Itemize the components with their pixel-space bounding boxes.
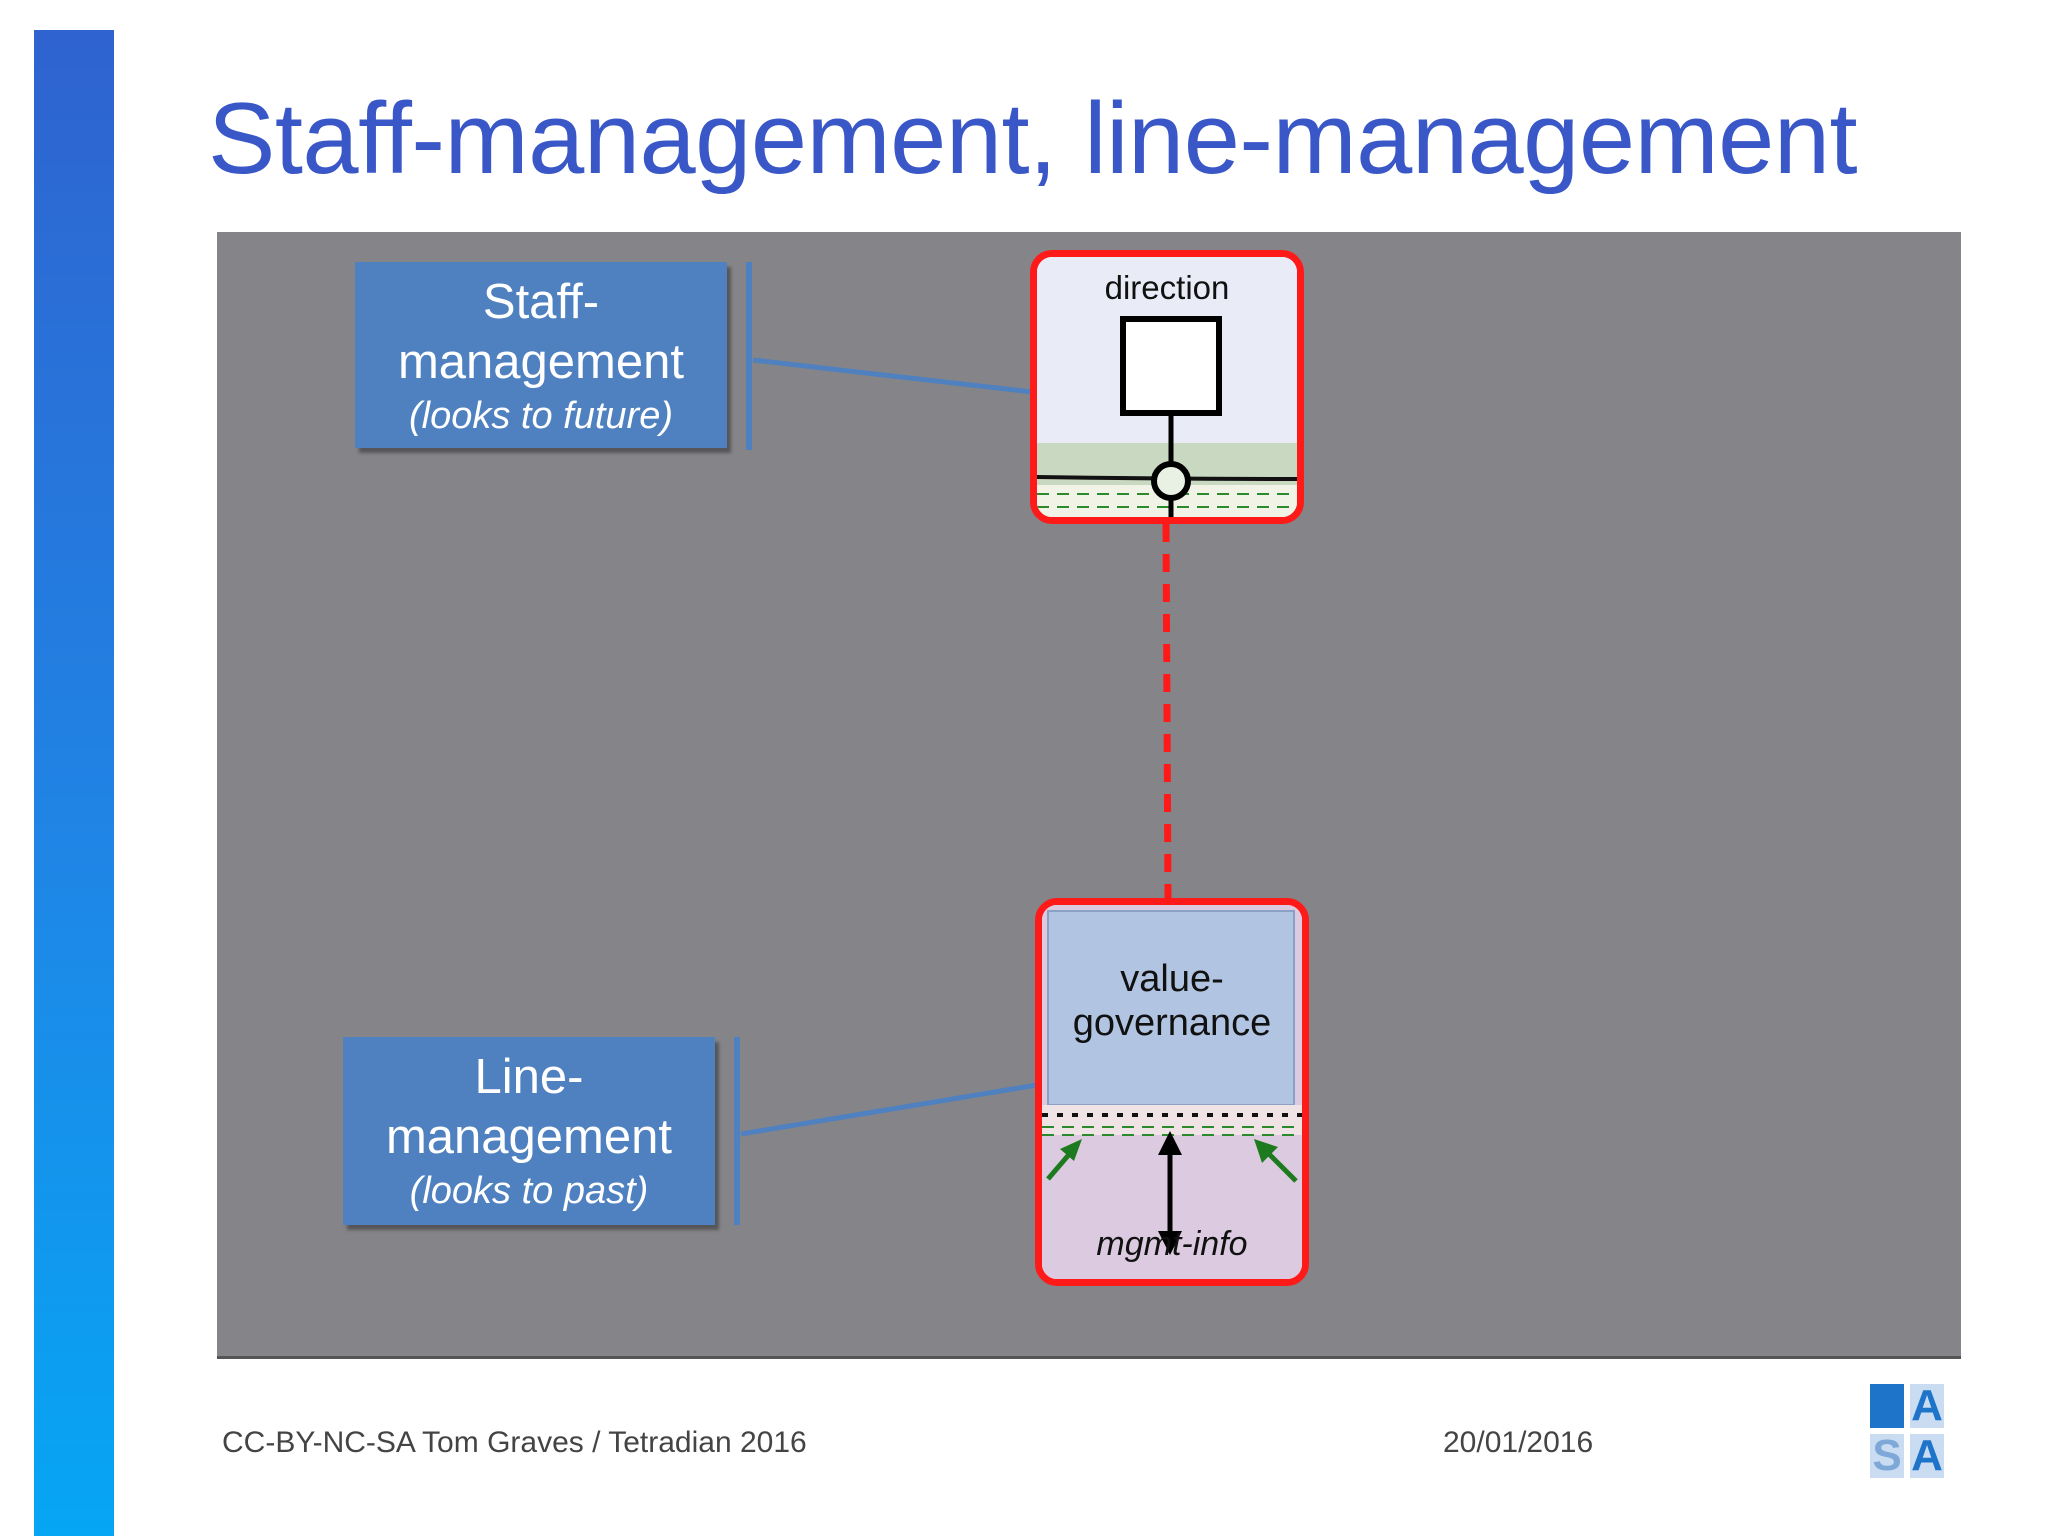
staff-callout-subtitle: (looks to future) xyxy=(409,395,673,437)
staff-bracket xyxy=(746,262,752,450)
line-connector-line xyxy=(740,1082,1038,1137)
direction-box: direction xyxy=(1030,250,1304,524)
mgmt-info-label: mgmt-info xyxy=(1096,1225,1248,1263)
circle-node-icon xyxy=(1151,461,1191,501)
line-callout-line1: Line- xyxy=(474,1050,584,1104)
green-arrow-icon xyxy=(1046,1139,1298,1183)
dashed-red-link xyxy=(1162,523,1172,901)
staff-callout-line1: Staff- xyxy=(482,275,600,329)
square-node-icon xyxy=(1120,316,1222,416)
line-management-callout: Line- management (looks to past) xyxy=(343,1037,715,1225)
footer-license: CC-BY-NC-SA Tom Graves / Tetradian 2016 xyxy=(222,1426,807,1459)
logo-cell-2: A xyxy=(1910,1381,1944,1430)
line-callout-subtitle: (looks to past) xyxy=(409,1170,649,1212)
staff-connector-line xyxy=(752,357,1033,395)
logo-cell-3: S xyxy=(1870,1434,1904,1478)
logo-cell-1 xyxy=(1870,1384,1904,1428)
side-accent-bar xyxy=(34,30,114,1536)
footer-date: 20/01/2016 xyxy=(1443,1426,1594,1459)
slide-title: Staff-management, line-management xyxy=(208,83,1858,195)
staff-management-callout: Staff- management (looks to future) xyxy=(355,262,727,448)
logo-cell-4: A xyxy=(1910,1431,1944,1480)
diagram-stage: Staff- management (looks to future) Line… xyxy=(217,232,1961,1359)
line-callout-line2: management xyxy=(385,1110,672,1164)
iasa-logo: A S A xyxy=(1870,1384,1946,1480)
staff-callout-line2: management xyxy=(397,335,684,389)
line-bracket xyxy=(734,1037,740,1225)
value-governance-label: value- governance xyxy=(1072,958,1272,1044)
double-arrow-icon xyxy=(1158,1131,1182,1255)
connector-lines xyxy=(740,357,1172,1137)
direction-label: direction xyxy=(1104,269,1230,306)
value-governance-graphic xyxy=(1042,905,1302,1279)
direction-box-graphic xyxy=(1037,257,1297,517)
value-governance-box: value- governance mgmt-info xyxy=(1035,898,1309,1286)
